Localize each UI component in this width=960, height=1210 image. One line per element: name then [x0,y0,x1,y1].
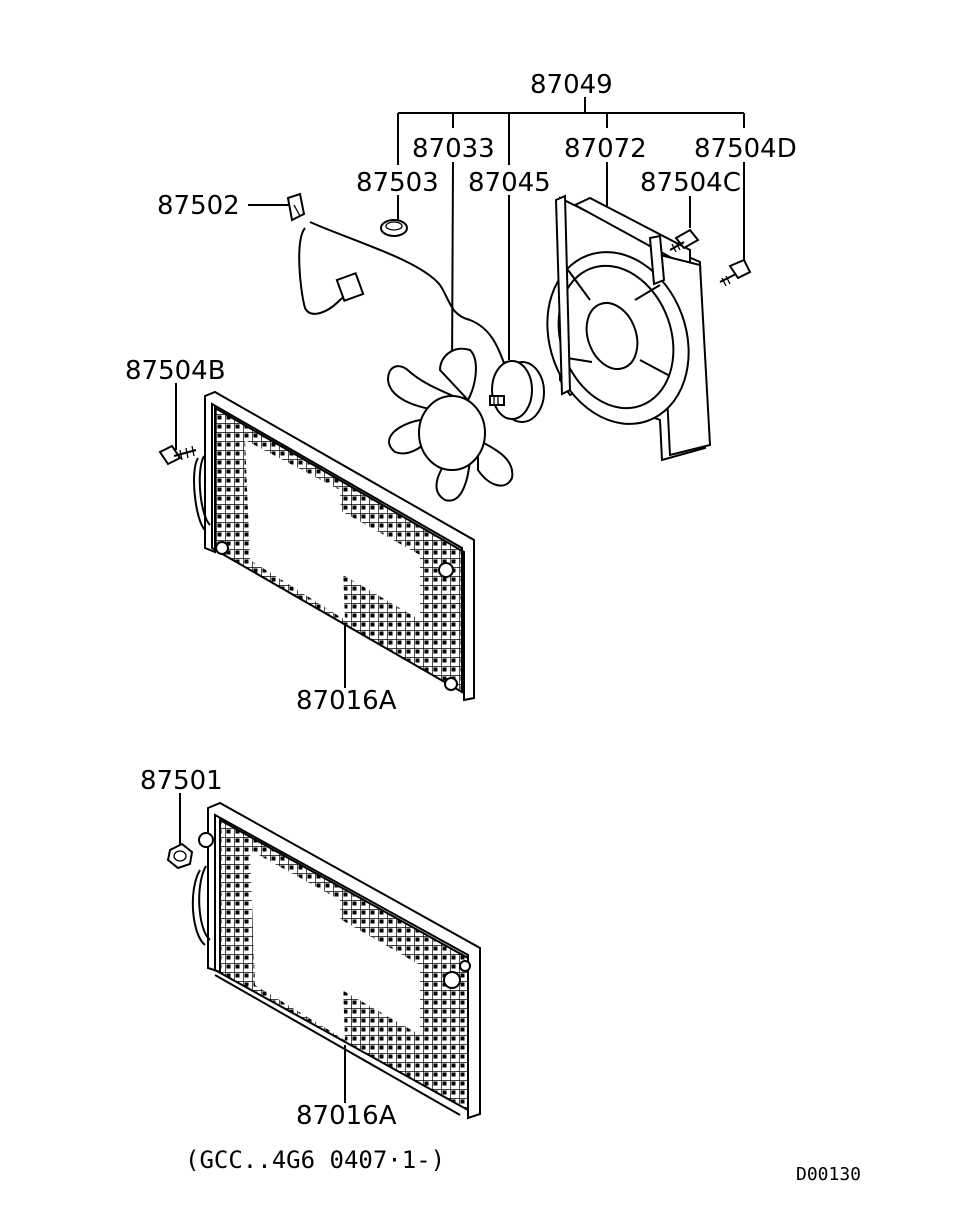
screw-c-part [669,228,700,253]
motor-part [489,360,545,423]
label-condenser-top: 87016A [296,686,397,716]
shroud-part [546,194,712,462]
label-condenser-bottom: 87016A [296,1101,397,1131]
label-shroud: 87072 [564,134,647,164]
label-motor: 87045 [468,168,551,198]
screw-b-part [158,444,197,466]
label-screw-b: 87504B [125,356,226,386]
condenser-top-part [193,390,475,702]
wire-harness [286,192,506,366]
label-fan-shroud-cover: 87033 [412,134,495,164]
fan-blade-part [386,347,514,502]
label-screw-c: 87504C [640,168,741,198]
label-screw-d: 87504D [694,134,797,164]
application-note: (GCC..4G6 0407·1-) [185,1146,445,1174]
label-harness-clip: 87502 [157,191,240,221]
label-nut: 87501 [140,766,223,796]
condenser-bottom-part [191,801,481,1120]
nut-part [166,842,194,870]
connector-icon [335,271,365,303]
label-clamp: 87503 [356,168,439,198]
leader-lines [175,97,745,1103]
harness-clip-icon [286,192,306,222]
diagram-code: D00130 [796,1164,861,1185]
screw-d-part [719,258,752,287]
clamp-part [380,219,408,237]
label-assembly: 87049 [530,70,613,100]
